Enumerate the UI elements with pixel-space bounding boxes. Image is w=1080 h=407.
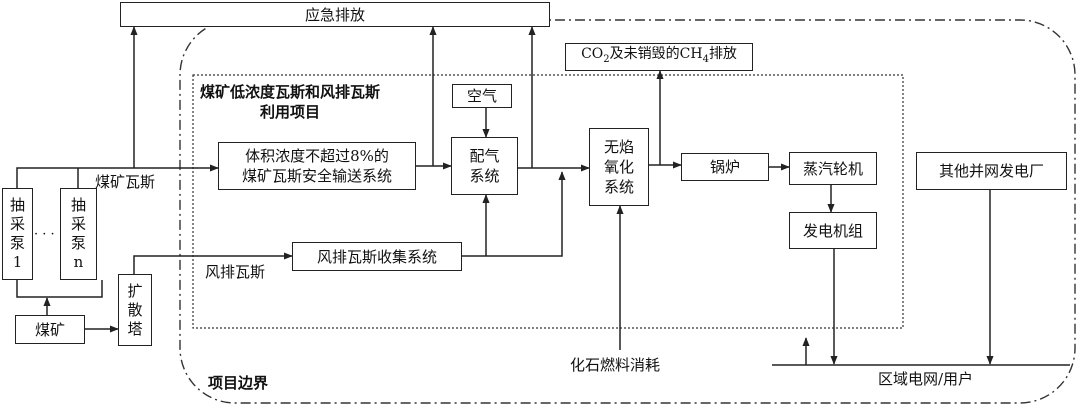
project-frame-outline: [192, 74, 904, 329]
pump-n-box: 抽 采 泵 n: [60, 188, 97, 280]
vent-gas-collection-label: 风排瓦斯收集系统: [316, 247, 437, 266]
pump-n-char: 采: [70, 215, 86, 233]
pump-1-char: 泵: [9, 234, 25, 252]
gas-transport-box: 体积浓度不超过8%的 煤矿瓦斯安全输送系统: [218, 142, 416, 190]
collect-to-mixing-line: [462, 171, 566, 257]
generator-label: 发电机组: [802, 221, 863, 240]
oxidation-system-box: 无焰 氧化 系统: [589, 128, 649, 206]
pump-n-char: 泵: [70, 234, 86, 252]
air-label: 空气: [466, 87, 497, 105]
vent-gas-label: 风排瓦斯: [205, 263, 266, 281]
grid-users-label: 区域电网/用户: [878, 370, 974, 388]
coal-mine-box: 煤矿: [15, 315, 85, 344]
boiler-box: 锅炉: [681, 153, 769, 181]
emergency-vent-box: 应急排放: [120, 2, 550, 27]
mixing-system-box: 配气 系统: [451, 137, 518, 195]
diffuser-tower-box: 扩 散 塔: [118, 274, 152, 346]
diffuser-char: 散: [127, 300, 143, 319]
pump-top-line: [16, 164, 219, 188]
pumps-ellipsis: · · ·: [34, 227, 55, 242]
pump-n-char: n: [73, 253, 84, 271]
generator-box: 发电机组: [789, 212, 877, 249]
diffuser-char: 扩: [127, 281, 143, 300]
project-boundary-label: 项目边界: [208, 374, 269, 392]
other-plants-box: 其他并网发电厂: [916, 152, 1067, 190]
pump-1-char: 1: [12, 253, 23, 271]
pump-bottom-bracket: [16, 280, 103, 298]
steam-turbine-box: 蒸汽轮机: [789, 152, 877, 185]
steam-turbine-label: 蒸汽轮机: [802, 159, 863, 178]
pump-1-char: 抽: [9, 196, 25, 214]
co2-vent-box: CO2及未销毁的CH4排放: [565, 43, 753, 71]
vent-gas-collection-box: 风排瓦斯收集系统: [292, 242, 462, 271]
coal-gas-label: 煤矿瓦斯: [95, 173, 156, 191]
other-plants-label: 其他并网发电厂: [938, 162, 1044, 180]
boiler-label: 锅炉: [709, 158, 740, 176]
air-box: 空气: [452, 84, 512, 108]
pump-1-char: 采: [9, 215, 25, 233]
coal-mine-label: 煤矿: [34, 320, 65, 339]
project-boundary-outline: [179, 19, 1076, 404]
fossil-fuel-label: 化石燃料消耗: [570, 356, 661, 374]
co2-vent-label: CO2及未销毁的CH4排放: [581, 46, 737, 65]
diffuser-to-collect-arrow: [133, 252, 293, 274]
diffuser-char: 塔: [127, 319, 143, 338]
emergency-vent-label: 应急排放: [304, 5, 365, 24]
pump-n-char: 抽: [70, 196, 86, 214]
project-title: 煤矿低浓度瓦斯和风排瓦斯 利用项目: [200, 83, 381, 121]
pump-1-box: 抽 采 泵 1: [2, 188, 33, 280]
